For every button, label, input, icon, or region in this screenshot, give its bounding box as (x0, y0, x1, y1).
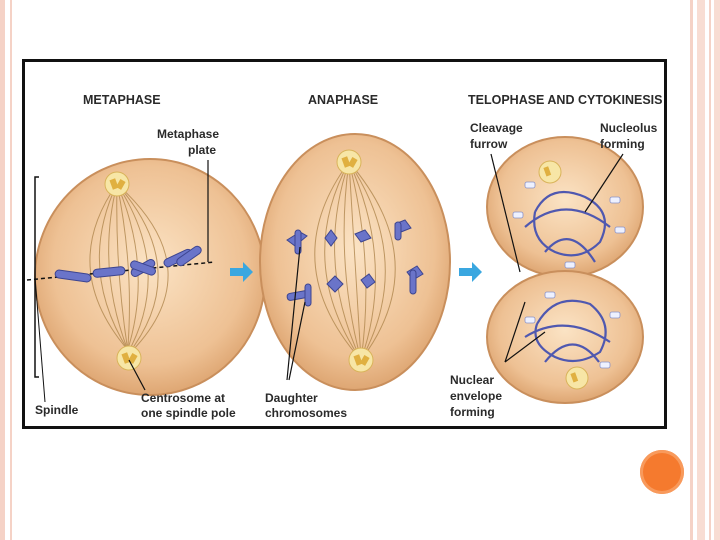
label-daughter-2: chromosomes (265, 406, 347, 420)
label-metaphase-plate-1: Metaphase (157, 127, 219, 141)
telophase-centrosome-bottom (565, 366, 589, 390)
label-nuclear-3: forming (450, 405, 495, 419)
anaphase-centrosome-bottom (348, 347, 374, 373)
label-nucleolus-2: forming (600, 137, 645, 151)
arrow-2 (459, 262, 482, 282)
anaphase-centrosome-top (336, 149, 362, 175)
centrosome-top (104, 171, 130, 197)
anaphase-cell (259, 133, 451, 391)
label-cleavage-2: furrow (470, 137, 508, 151)
label-cleavage-1: Cleavage (470, 121, 523, 135)
telophase-centrosome-top (538, 160, 562, 184)
label-spindle: Spindle (35, 403, 79, 417)
label-nucleolus-1: Nucleolus (600, 121, 658, 135)
metaphase-chromosomes (54, 245, 202, 283)
decorative-orange-circle (640, 450, 684, 494)
arrow-1 (230, 262, 253, 282)
heading-metaphase: METAPHASE (83, 93, 161, 107)
label-daughter-1: Daughter (265, 391, 318, 405)
label-centrosome-1: Centrosome at (141, 391, 225, 405)
label-nuclear-1: Nuclear (450, 373, 494, 387)
daughter-chromosomes (286, 219, 424, 307)
metaphase-cell (26, 158, 266, 396)
centrosome-bottom (116, 345, 142, 371)
label-nuclear-2: envelope (450, 389, 502, 403)
mitosis-diagram: METAPHASE ANAPHASE TELOPHASE AND CYTOKIN… (26, 93, 662, 420)
label-centrosome-2: one spindle pole (141, 406, 236, 420)
heading-telophase: TELOPHASE AND CYTOKINESIS (468, 93, 662, 107)
telophase-cells (486, 136, 644, 404)
mitosis-figure: METAPHASE ANAPHASE TELOPHASE AND CYTOKIN… (22, 59, 667, 429)
heading-anaphase: ANAPHASE (308, 93, 378, 107)
label-metaphase-plate-2: plate (188, 143, 216, 157)
